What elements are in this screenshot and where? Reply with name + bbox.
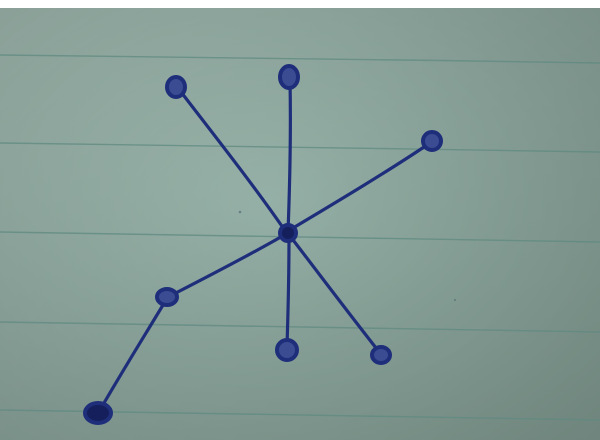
- speck: [238, 210, 242, 214]
- ink-drawing: [98, 78, 432, 412]
- spoke-bottom: [285, 234, 291, 348]
- spoke-upper-right: [286, 141, 432, 233]
- branch-to-bottom-left: [98, 298, 168, 412]
- paper-specks: [238, 210, 456, 301]
- node-lower-right: [370, 345, 392, 365]
- spoke-lower-left: [166, 232, 288, 299]
- node-upper-right: [421, 130, 443, 152]
- rule-line: [0, 54, 600, 64]
- hub-node: [278, 223, 298, 243]
- spoke-top: [286, 78, 292, 234]
- node-bottom-left: [83, 401, 113, 425]
- node-bottom: [275, 338, 299, 362]
- spoke-upper-left: [176, 86, 288, 234]
- rule-line: [0, 142, 600, 153]
- node-lower-left: [155, 287, 179, 307]
- spoke-lower-right: [288, 234, 382, 355]
- top-border: [0, 0, 600, 10]
- node-top: [278, 64, 300, 90]
- ink-nodes: [83, 64, 443, 425]
- speck: [454, 299, 456, 301]
- node-upper-left: [165, 75, 187, 99]
